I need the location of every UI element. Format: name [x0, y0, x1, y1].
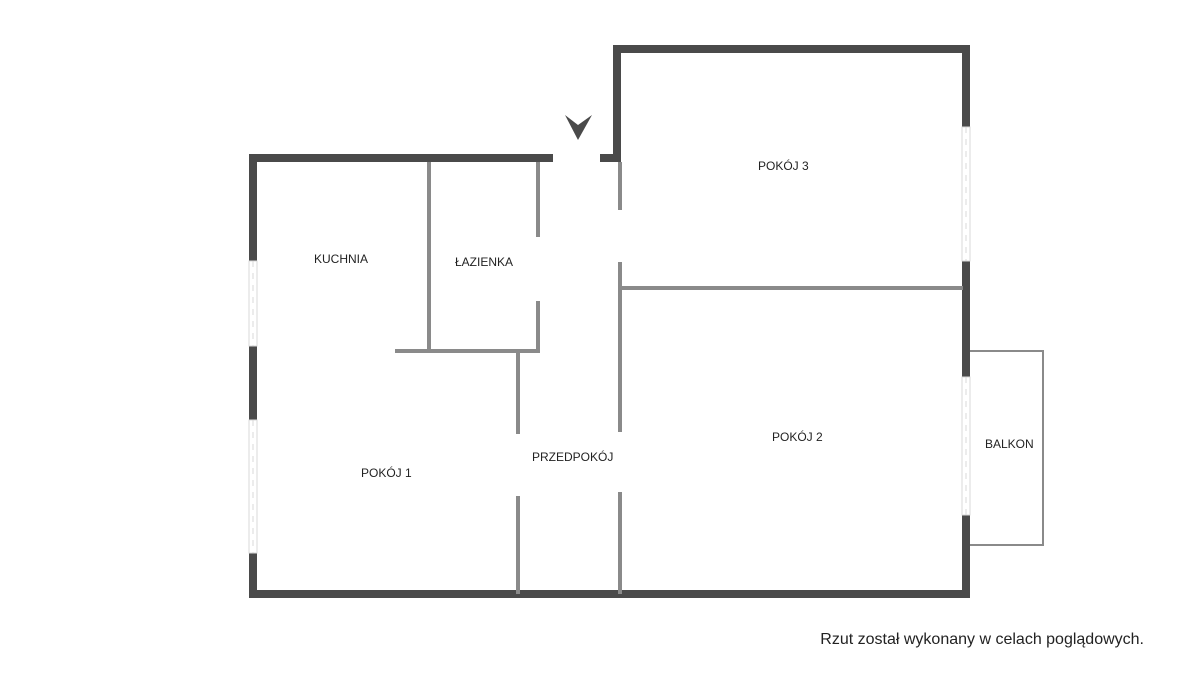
floor-plan: KUCHNIA ŁAZIENKA POKÓJ 3 POKÓJ 2 POKÓJ 1… — [248, 45, 1044, 598]
room-label-bathroom: ŁAZIENKA — [455, 255, 513, 269]
room-label-hallway: PRZEDPOKÓJ — [532, 449, 613, 464]
room-label-balcony: BALKON — [985, 437, 1034, 451]
room-label-room3: POKÓJ 3 — [758, 158, 809, 173]
disclaimer-text: Rzut został wykonany w celach poglądowyc… — [820, 631, 1144, 648]
room-label-room1: POKÓJ 1 — [361, 465, 412, 480]
window-room2 — [961, 376, 971, 516]
room-label-room2: POKÓJ 2 — [772, 429, 823, 444]
inner-walls — [395, 162, 963, 594]
room-label-kitchen: KUCHNIA — [314, 252, 368, 266]
balcony-outline — [970, 350, 1044, 546]
windows — [248, 126, 971, 554]
outer-walls — [249, 45, 970, 598]
entrance-arrow-icon — [565, 115, 592, 140]
